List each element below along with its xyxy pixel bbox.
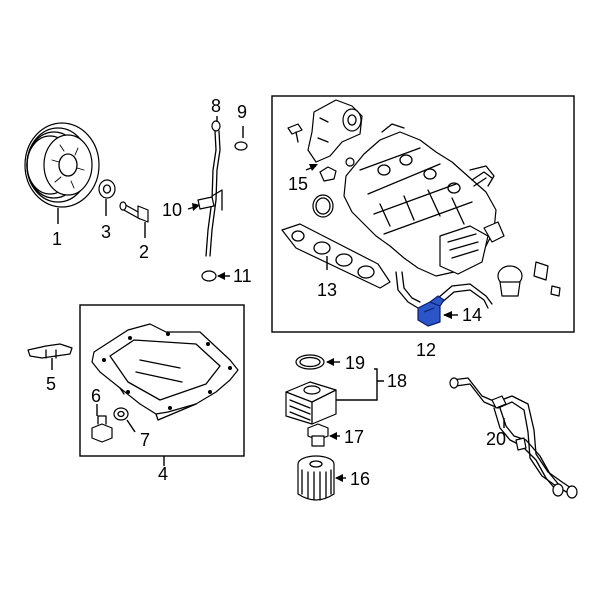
oil-pan-part[interactable] bbox=[91, 323, 239, 421]
oil-filter-part[interactable] bbox=[297, 455, 335, 501]
intake-manifold-gasket-part[interactable] bbox=[281, 223, 391, 289]
callout-20: 20 bbox=[486, 429, 506, 449]
callout-11: 11 bbox=[233, 266, 252, 286]
coolant-hose-assembly-part[interactable] bbox=[449, 377, 578, 499]
pulley-bolt-part[interactable] bbox=[119, 201, 149, 223]
pcv-hose-part[interactable] bbox=[395, 171, 493, 309]
purge-valve-part[interactable] bbox=[497, 261, 561, 297]
arrow-11 bbox=[217, 272, 225, 280]
callout-19: 19 bbox=[345, 353, 365, 373]
washer-part[interactable] bbox=[98, 179, 116, 199]
arrow-16 bbox=[335, 474, 343, 482]
highlighted-connector-part[interactable] bbox=[417, 295, 445, 327]
leader-7 bbox=[126, 419, 136, 433]
dipstick-tube-bracket-part[interactable] bbox=[197, 189, 223, 211]
small-oring-part[interactable] bbox=[345, 157, 355, 167]
arrow-14 bbox=[443, 311, 452, 319]
oil-cooler-part[interactable] bbox=[285, 381, 337, 425]
callout-5: 5 bbox=[46, 374, 56, 394]
callout-6: 6 bbox=[91, 386, 101, 406]
tube-oring-part[interactable] bbox=[201, 270, 217, 282]
arrow-15 bbox=[309, 164, 318, 171]
small-bolt-part[interactable] bbox=[287, 123, 303, 143]
crankshaft-pulley-part[interactable] bbox=[24, 122, 100, 208]
arrow-19 bbox=[326, 358, 334, 366]
callout-16: 16 bbox=[350, 469, 370, 489]
intake-manifold-part[interactable] bbox=[343, 123, 505, 277]
callout-14: 14 bbox=[462, 305, 482, 325]
callout-17: 17 bbox=[344, 427, 364, 447]
intake-sensor-bracket-part[interactable] bbox=[307, 99, 363, 182]
callout-8: 8 bbox=[211, 96, 221, 116]
intake-manifold-group-box bbox=[271, 95, 575, 333]
callout-7: 7 bbox=[140, 430, 150, 450]
callout-13: 13 bbox=[317, 280, 337, 300]
oil-dipstick-part[interactable] bbox=[205, 120, 221, 257]
callout-18: 18 bbox=[387, 371, 407, 391]
oil-cooler-bolt-part[interactable] bbox=[307, 423, 329, 447]
callout-10: 10 bbox=[162, 200, 182, 220]
drain-plug-part[interactable] bbox=[91, 415, 113, 443]
callout-12: 12 bbox=[416, 340, 436, 360]
retaining-clip-part[interactable] bbox=[27, 343, 73, 359]
arrow-10 bbox=[192, 203, 200, 211]
dipstick-oring-part[interactable] bbox=[234, 141, 248, 151]
drain-plug-washer-part[interactable] bbox=[113, 407, 129, 421]
callout-3: 3 bbox=[101, 222, 111, 242]
callout-4: 4 bbox=[158, 464, 168, 484]
bracket-18 bbox=[374, 368, 384, 401]
callout-15: 15 bbox=[288, 174, 308, 194]
callout-9: 9 bbox=[237, 102, 247, 122]
oil-pan-group-box bbox=[79, 304, 245, 457]
callout-2: 2 bbox=[139, 242, 149, 262]
callout-1: 1 bbox=[52, 229, 62, 249]
arrow-17 bbox=[329, 432, 337, 440]
